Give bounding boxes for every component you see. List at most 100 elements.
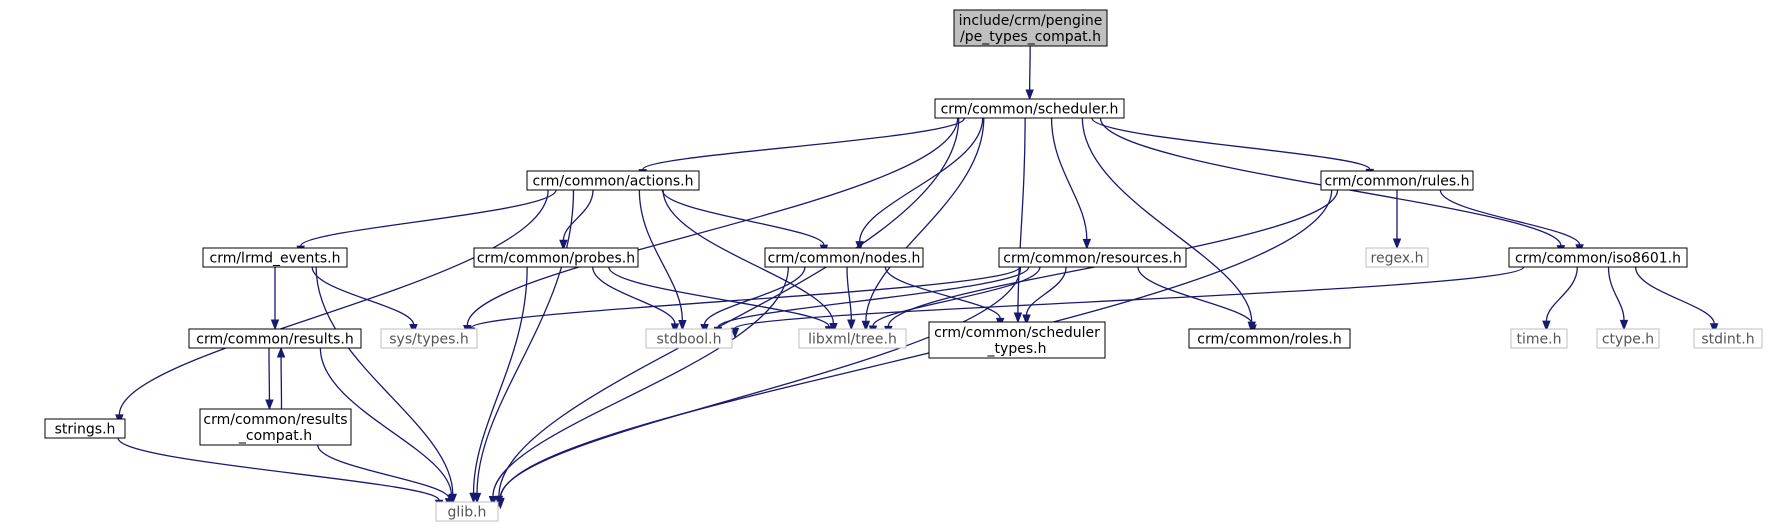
node-iso8601[interactable]: crm/common/iso8601.h — [1508, 247, 1688, 268]
node-label: crm/common/nodes.h — [768, 251, 921, 267]
edge-line — [1050, 117, 1088, 240]
edge-scheduler-to-rules — [1091, 117, 1375, 180]
node-stdbool: stdbool.h — [645, 328, 733, 349]
node-box — [645, 328, 733, 349]
edge-line — [311, 266, 415, 325]
node-label: stdbool.h — [657, 332, 722, 348]
edge-line — [466, 117, 959, 326]
node-label: crm/common/actions.h — [533, 174, 694, 190]
edge-line — [1607, 266, 1625, 321]
edge-results_compat-to-glib — [317, 444, 454, 509]
edge-line — [1439, 189, 1581, 245]
edge-arrowhead — [730, 327, 740, 339]
edge-rules-to-regex — [1392, 190, 1402, 250]
node-rules[interactable]: crm/common/rules.h — [1320, 170, 1474, 191]
node-results-compat[interactable]: crm/common/results_compat.h — [199, 408, 352, 446]
edge-line — [499, 266, 1022, 499]
edge-line — [1137, 266, 1254, 326]
node-label: ctype.h — [1602, 332, 1654, 348]
node-label: libxml/tree.h — [808, 332, 897, 348]
edge-actions-to-nodes — [661, 189, 829, 256]
node-box — [934, 98, 1125, 119]
node-box — [1693, 328, 1763, 349]
edge-scheduler-to-roles — [1081, 117, 1256, 333]
edge-line — [1017, 117, 1026, 314]
edge-line — [492, 266, 789, 497]
edge-nodes-to-sched_types — [884, 266, 1005, 329]
edge-scheduler-to-actions — [638, 117, 966, 180]
node-actions[interactable]: crm/common/actions.h — [526, 170, 700, 191]
edge-actions-to-strings — [115, 189, 549, 426]
edge-line — [884, 266, 1001, 319]
node-strings[interactable]: strings.h — [44, 418, 126, 439]
edge-arrowhead — [1022, 314, 1031, 326]
edge-line — [470, 266, 1021, 329]
node-probes[interactable]: crm/common/probes.h — [473, 247, 639, 268]
node-box — [188, 328, 362, 349]
edge-arrowhead — [270, 319, 280, 331]
edge-strings-to-glib — [117, 437, 444, 511]
nodes-layer: include/crm/pengine/pe_types_compat.hcrm… — [44, 9, 1763, 522]
edge-line — [858, 117, 984, 242]
node-label: strings.h — [55, 422, 116, 438]
edge-line — [472, 266, 528, 494]
edge-probes-to-glib — [469, 266, 528, 504]
edge-scheduler-to-sched_types — [1013, 117, 1026, 324]
node-resources[interactable]: crm/common/resources.h — [998, 247, 1187, 268]
node-box — [473, 247, 639, 268]
edge-lrmd_events-to-glib — [315, 266, 457, 505]
node-box — [1188, 328, 1351, 349]
node-roles[interactable]: crm/common/roles.h — [1188, 328, 1351, 349]
node-results[interactable]: crm/common/results.h — [188, 328, 362, 349]
node-ctype: ctype.h — [1596, 328, 1660, 349]
edge-arrowhead — [670, 323, 680, 335]
edge-arrowhead — [1542, 320, 1551, 332]
edge-arrowhead — [1013, 312, 1023, 324]
node-box — [1508, 247, 1688, 268]
edge-actions-to-probes — [559, 189, 594, 251]
node-pe-types-compat[interactable]: include/crm/pengine/pe_types_compat.h — [953, 9, 1108, 47]
node-box — [1596, 328, 1660, 349]
node-box — [1365, 247, 1429, 268]
edge-arrowhead — [265, 399, 274, 411]
edge-results-to-results_compat — [265, 347, 274, 411]
edge-line — [846, 266, 852, 321]
node-sched-types[interactable]: crm/common/scheduler_types.h — [928, 321, 1106, 359]
edge-arrowhead — [678, 319, 687, 331]
edge-line — [734, 266, 1525, 329]
edge-arrowhead — [1709, 323, 1719, 335]
node-stdint: stdint.h — [1693, 328, 1763, 349]
edge-line — [1091, 117, 1371, 170]
node-label: crm/common/scheduler.h — [941, 102, 1119, 118]
edge-actions-to-stdbool — [638, 189, 687, 331]
edge-line — [638, 189, 684, 321]
node-box — [798, 328, 907, 349]
node-label: crm/common/resources.h — [1003, 251, 1181, 267]
edge-actions-to-glib — [472, 189, 575, 504]
node-nodes[interactable]: crm/common/nodes.h — [764, 247, 924, 268]
node-scheduler[interactable]: crm/common/scheduler.h — [934, 98, 1125, 119]
node-lrmd-events[interactable]: crm/lrmd_events.h — [202, 247, 348, 268]
node-box — [1510, 328, 1568, 349]
edge-iso8601-to-ctype — [1607, 266, 1629, 331]
edge-line — [872, 266, 1041, 327]
edge-line — [703, 266, 806, 325]
node-box — [202, 247, 348, 268]
edge-line — [1025, 266, 1067, 316]
edge-iso8601-to-stdint — [1634, 266, 1719, 335]
node-label: stdint.h — [1701, 332, 1754, 348]
edge-pe_types_compat-to-scheduler — [1025, 45, 1034, 101]
edge-line — [1081, 117, 1253, 323]
edge-line — [865, 117, 985, 322]
node-label: _types.h — [987, 341, 1047, 357]
node-box — [380, 328, 478, 349]
edge-arrowhead — [1025, 89, 1034, 101]
edge-probes-to-stdbool — [592, 266, 680, 335]
node-label: /pe_types_compat.h — [960, 29, 1101, 45]
edge-line — [1545, 266, 1578, 322]
node-label: regex.h — [1371, 251, 1424, 267]
node-box — [928, 321, 1106, 359]
edge-arrowhead — [276, 346, 286, 358]
node-label: include/crm/pengine — [959, 13, 1103, 29]
node-label: _compat.h — [238, 428, 312, 444]
